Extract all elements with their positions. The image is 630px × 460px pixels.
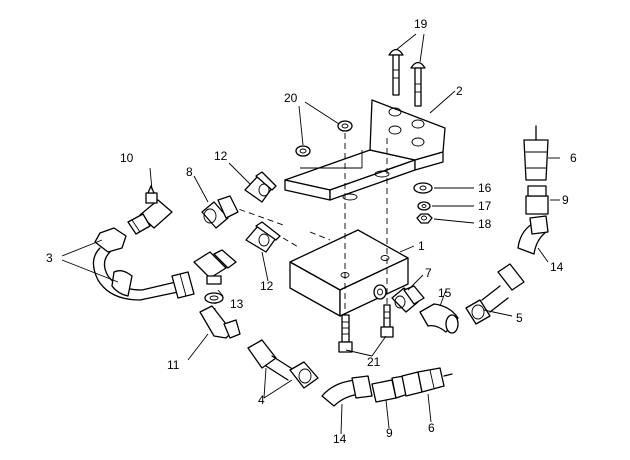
callout-1: 1 xyxy=(418,239,425,253)
callout-10: 10 xyxy=(120,151,134,165)
carriage-bolt-left xyxy=(388,48,404,96)
callout-21: 21 xyxy=(367,355,381,369)
tee-fitting-13 xyxy=(193,249,237,304)
hex-nut xyxy=(416,213,433,224)
bolt-left xyxy=(338,314,353,353)
callout-5: 5 xyxy=(516,311,523,325)
callout-6-lower: 6 xyxy=(428,421,435,435)
callout-3: 3 xyxy=(46,251,53,265)
lock-washer xyxy=(417,201,431,211)
hose-5 xyxy=(465,263,525,325)
callout-17: 17 xyxy=(478,199,492,213)
elbow-15 xyxy=(419,303,459,334)
elbow-14-lower xyxy=(321,375,373,407)
bolt-right xyxy=(380,304,394,338)
nut-lower xyxy=(295,145,311,157)
callout-6-upper: 6 xyxy=(570,151,577,165)
callout-2: 2 xyxy=(456,84,463,98)
fitting-10 xyxy=(127,185,173,235)
carriage-bolt-right xyxy=(410,61,426,107)
callout-15: 15 xyxy=(438,286,452,300)
callout-13: 13 xyxy=(230,297,244,311)
callout-20: 20 xyxy=(284,91,298,105)
callout-7: 7 xyxy=(425,266,432,280)
callout-12-upper: 12 xyxy=(214,149,228,163)
valve-block xyxy=(289,229,409,317)
quick-connector-6-upper xyxy=(523,125,549,181)
callout-4: 4 xyxy=(258,393,265,407)
callout-14-upper: 14 xyxy=(550,260,564,274)
elbow-fitting-12-upper xyxy=(244,171,277,203)
callout-8: 8 xyxy=(186,165,193,179)
callout-12-lower: 12 xyxy=(260,279,274,293)
hose-4 xyxy=(247,339,319,389)
callout-14-lower: 14 xyxy=(333,432,347,446)
callouts: 1 2 3 4 5 6 6 7 8 9 9 10 11 12 12 13 14 … xyxy=(46,17,577,446)
leader-lines xyxy=(61,33,560,435)
nut-upper xyxy=(337,120,353,132)
callout-18: 18 xyxy=(478,217,492,231)
fitting-8 xyxy=(201,195,239,229)
quick-connector-6-lower xyxy=(401,367,453,397)
elbow-14-upper xyxy=(517,215,549,255)
callout-9-lower: 9 xyxy=(386,426,393,440)
elbow-fitting-12-lower xyxy=(245,221,281,253)
hose-3 xyxy=(92,227,195,301)
callout-16: 16 xyxy=(478,181,492,195)
callout-11: 11 xyxy=(167,358,180,372)
elbow-11 xyxy=(199,305,241,339)
fitting-7 xyxy=(391,285,425,313)
flat-washer xyxy=(413,182,433,194)
adapter-9-upper xyxy=(525,185,549,215)
callout-19: 19 xyxy=(414,17,428,31)
callout-9-upper: 9 xyxy=(562,193,569,207)
